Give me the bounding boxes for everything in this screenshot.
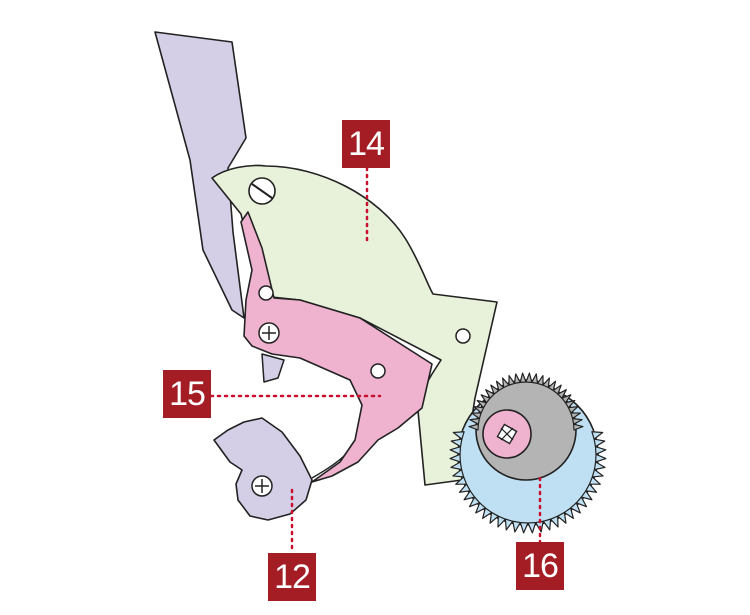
gear-tooth [561,394,572,404]
gear-tooth [519,521,529,534]
hole-15a [258,285,274,301]
gear-tooth [482,507,493,520]
gear-tooth [519,372,527,383]
screw-12 [251,475,273,497]
callout-label-16: 16 [516,542,564,590]
lavender-tab [261,353,285,383]
gear-tooth [512,520,521,533]
gear-tooth [557,389,567,399]
gear-tooth [497,515,506,528]
gear-tooth [567,406,579,414]
gear-tooth [591,431,604,440]
lever-part-15 [240,211,433,483]
gear-tooth [452,468,465,478]
gear-tooth [550,515,559,528]
gear-grey-teeth [468,372,584,431]
hub-cross-b [500,427,514,441]
gear-tooth [593,461,606,471]
gear-tooth [542,518,552,531]
gear-tooth [563,507,574,520]
gear-tooth [594,446,607,455]
callout-label-12: 12 [268,553,316,601]
gear-tooth [525,372,533,383]
callout-label-14: 14 [342,120,390,168]
screw-head-14 [248,177,276,205]
gear-tooth [468,496,481,508]
gear-tooth [450,461,463,471]
gear-tooth [452,431,465,440]
gear-tooth [449,446,462,455]
gear-tooth [480,394,491,404]
gear-tooth [591,468,604,478]
gear-tooth [588,476,601,485]
gear-tooth [580,490,593,501]
gear-tooth [531,373,539,384]
gear-tooth [502,377,510,389]
gear-tooth [463,490,476,501]
gear-tooth [476,399,488,409]
gear-tooth [573,423,584,431]
gear-tooth [557,511,567,524]
gear-tooth [469,417,480,425]
gear-tooth [449,453,461,463]
gear-tooth [542,377,550,389]
gear-tooth [475,502,486,514]
gear-tooth [455,476,468,485]
lever-arm [154,31,247,319]
gear-tooth [473,406,485,414]
gear-tooth [450,438,463,448]
hole-15b [370,363,386,379]
gear-tooth [585,483,598,493]
gear-tooth [508,374,516,386]
gear-tooth [490,384,500,395]
gear-tooth [564,399,576,409]
gear-tooth [458,483,471,493]
gear-tooth [485,389,495,399]
gear-tooth [468,423,479,431]
gear-tooth [495,380,505,392]
spring-arc [311,454,346,479]
callout-label-15: 15 [163,370,211,418]
gear-tooth [470,412,482,420]
gear-tooth [552,384,562,395]
gear-tooth [570,412,582,420]
gear-blue-teeth [449,431,607,534]
gear-tooth [527,521,537,534]
gear-tooth [489,511,499,524]
gear-tooth [593,438,606,448]
cam-part-12 [213,417,313,521]
gear-tooth [536,374,544,386]
gear-tooth [547,380,557,392]
gear-tooth [575,496,588,508]
screw-15 [258,322,280,344]
gear-tooth [572,417,583,425]
gear-tooth [570,502,581,514]
gear-part-16 [449,372,607,534]
gear-tooth [513,373,521,384]
hole-14 [455,328,471,344]
gear-tooth [504,518,514,531]
gear-tooth [595,453,607,463]
